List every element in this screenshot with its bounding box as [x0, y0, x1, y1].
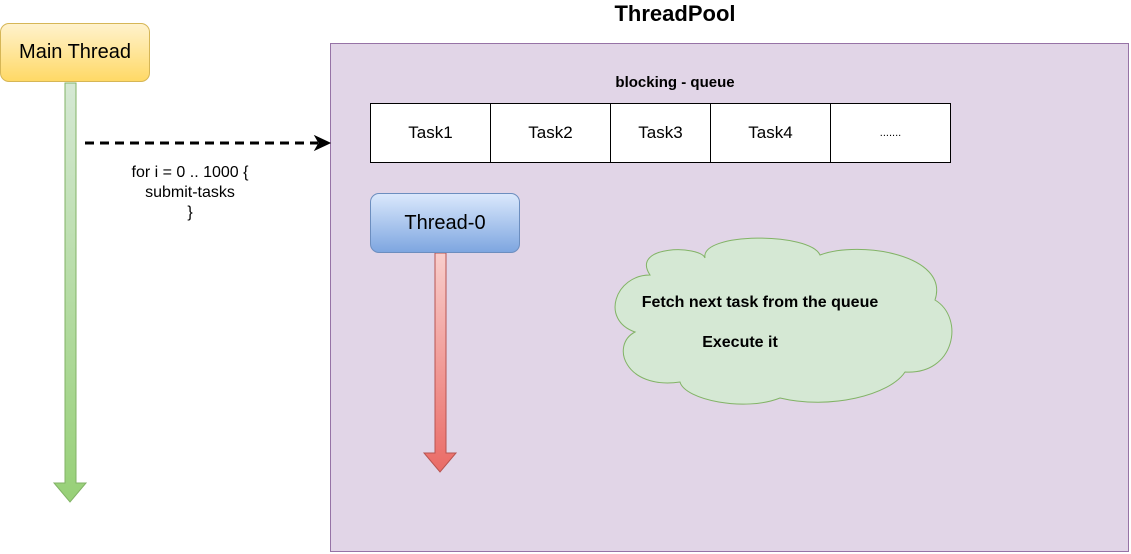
submit-arrow-head-icon	[313, 134, 332, 152]
blocking-queue: Task1 Task2 Task3 Task4 .......	[370, 103, 951, 163]
main-thread-timeline-arrow	[52, 82, 88, 503]
queue-cell-ellipsis: .......	[830, 103, 951, 163]
submit-loop-label: for i = 0 .. 1000 { submit-tasks }	[131, 164, 249, 221]
worker-thread-timeline-arrow	[422, 252, 458, 473]
queue-cell: Task1	[370, 103, 491, 163]
queue-cell: Task3	[610, 103, 711, 163]
cloud-text-fetch: Fetch next task from the queue	[641, 294, 879, 311]
queue-cell: Task2	[490, 103, 611, 163]
threadpool-title: ThreadPool	[614, 1, 736, 26]
task-cloud-shape	[614, 237, 953, 405]
queue-title: blocking - queue	[615, 74, 735, 91]
main-thread-box: Main Thread	[0, 23, 150, 82]
queue-cell: Task4	[710, 103, 831, 163]
cloud-text-execute: Execute it	[702, 334, 778, 351]
worker-thread-box: Thread-0	[370, 193, 520, 253]
